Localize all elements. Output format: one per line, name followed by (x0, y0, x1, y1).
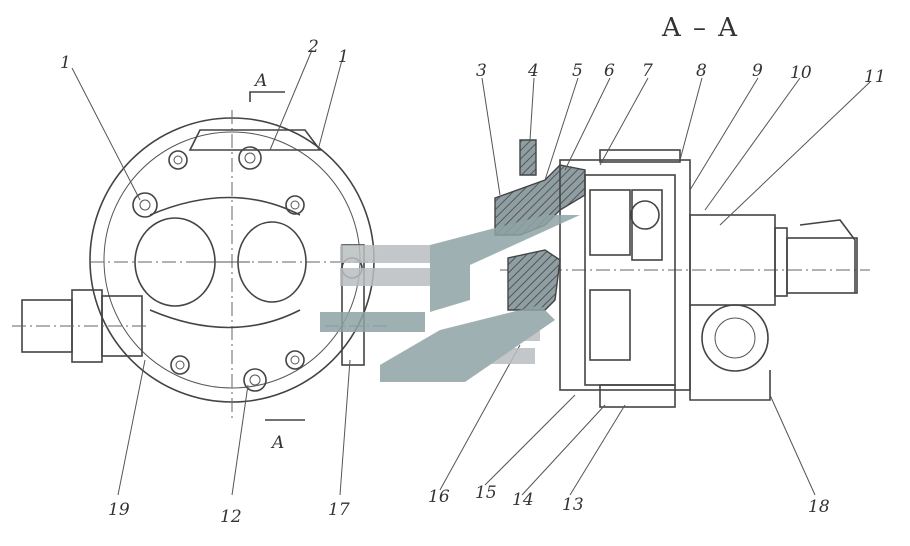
callout-6: 6 (604, 61, 615, 81)
stem-hatch (519, 139, 537, 176)
view-arrow-top-label: A (253, 71, 267, 91)
watermark-logo (320, 215, 580, 382)
callout-11: 11 (864, 67, 886, 87)
view-arrow-bottom: A (265, 419, 305, 453)
callout-1b-left: 1 (338, 47, 349, 67)
callout-8: 8 (696, 61, 707, 81)
callout-16: 16 (428, 487, 450, 507)
inlet-fitting (12, 289, 150, 363)
callout-4: 4 (527, 61, 539, 81)
callout-5: 5 (572, 61, 583, 81)
callout-7: 7 (642, 61, 653, 81)
cover-hatch-lower (507, 249, 561, 311)
view-arrow-bottom-label: A (270, 433, 284, 453)
callout-18: 18 (808, 497, 830, 517)
callout-14: 14 (512, 490, 534, 510)
callout-10: 10 (790, 63, 812, 83)
callout-17-left: 17 (328, 500, 350, 520)
callout-9: 9 (752, 61, 763, 81)
bolt-holes (132, 146, 305, 392)
watermark-s-lower (380, 305, 555, 382)
callout-13: 13 (562, 495, 584, 515)
watermark-stripe-3 (320, 312, 425, 332)
callout-2-left: 2 (307, 37, 319, 57)
front-view: A A 1 2 1 19 12 17 (12, 37, 390, 527)
watermark-stripe-2 (340, 268, 430, 286)
callout-19-left: 19 (108, 500, 130, 520)
watermark-s-upper (430, 215, 580, 312)
callout-12-left: 12 (220, 507, 242, 527)
view-arrow-top: A (249, 71, 285, 102)
section-title: A – A (661, 13, 739, 43)
watermark-stripe-1 (340, 245, 430, 263)
callout-3: 3 (476, 61, 487, 81)
callout-15: 15 (475, 483, 497, 503)
callout-1-left: 1 (60, 53, 71, 73)
section-view: A – A (428, 13, 886, 517)
